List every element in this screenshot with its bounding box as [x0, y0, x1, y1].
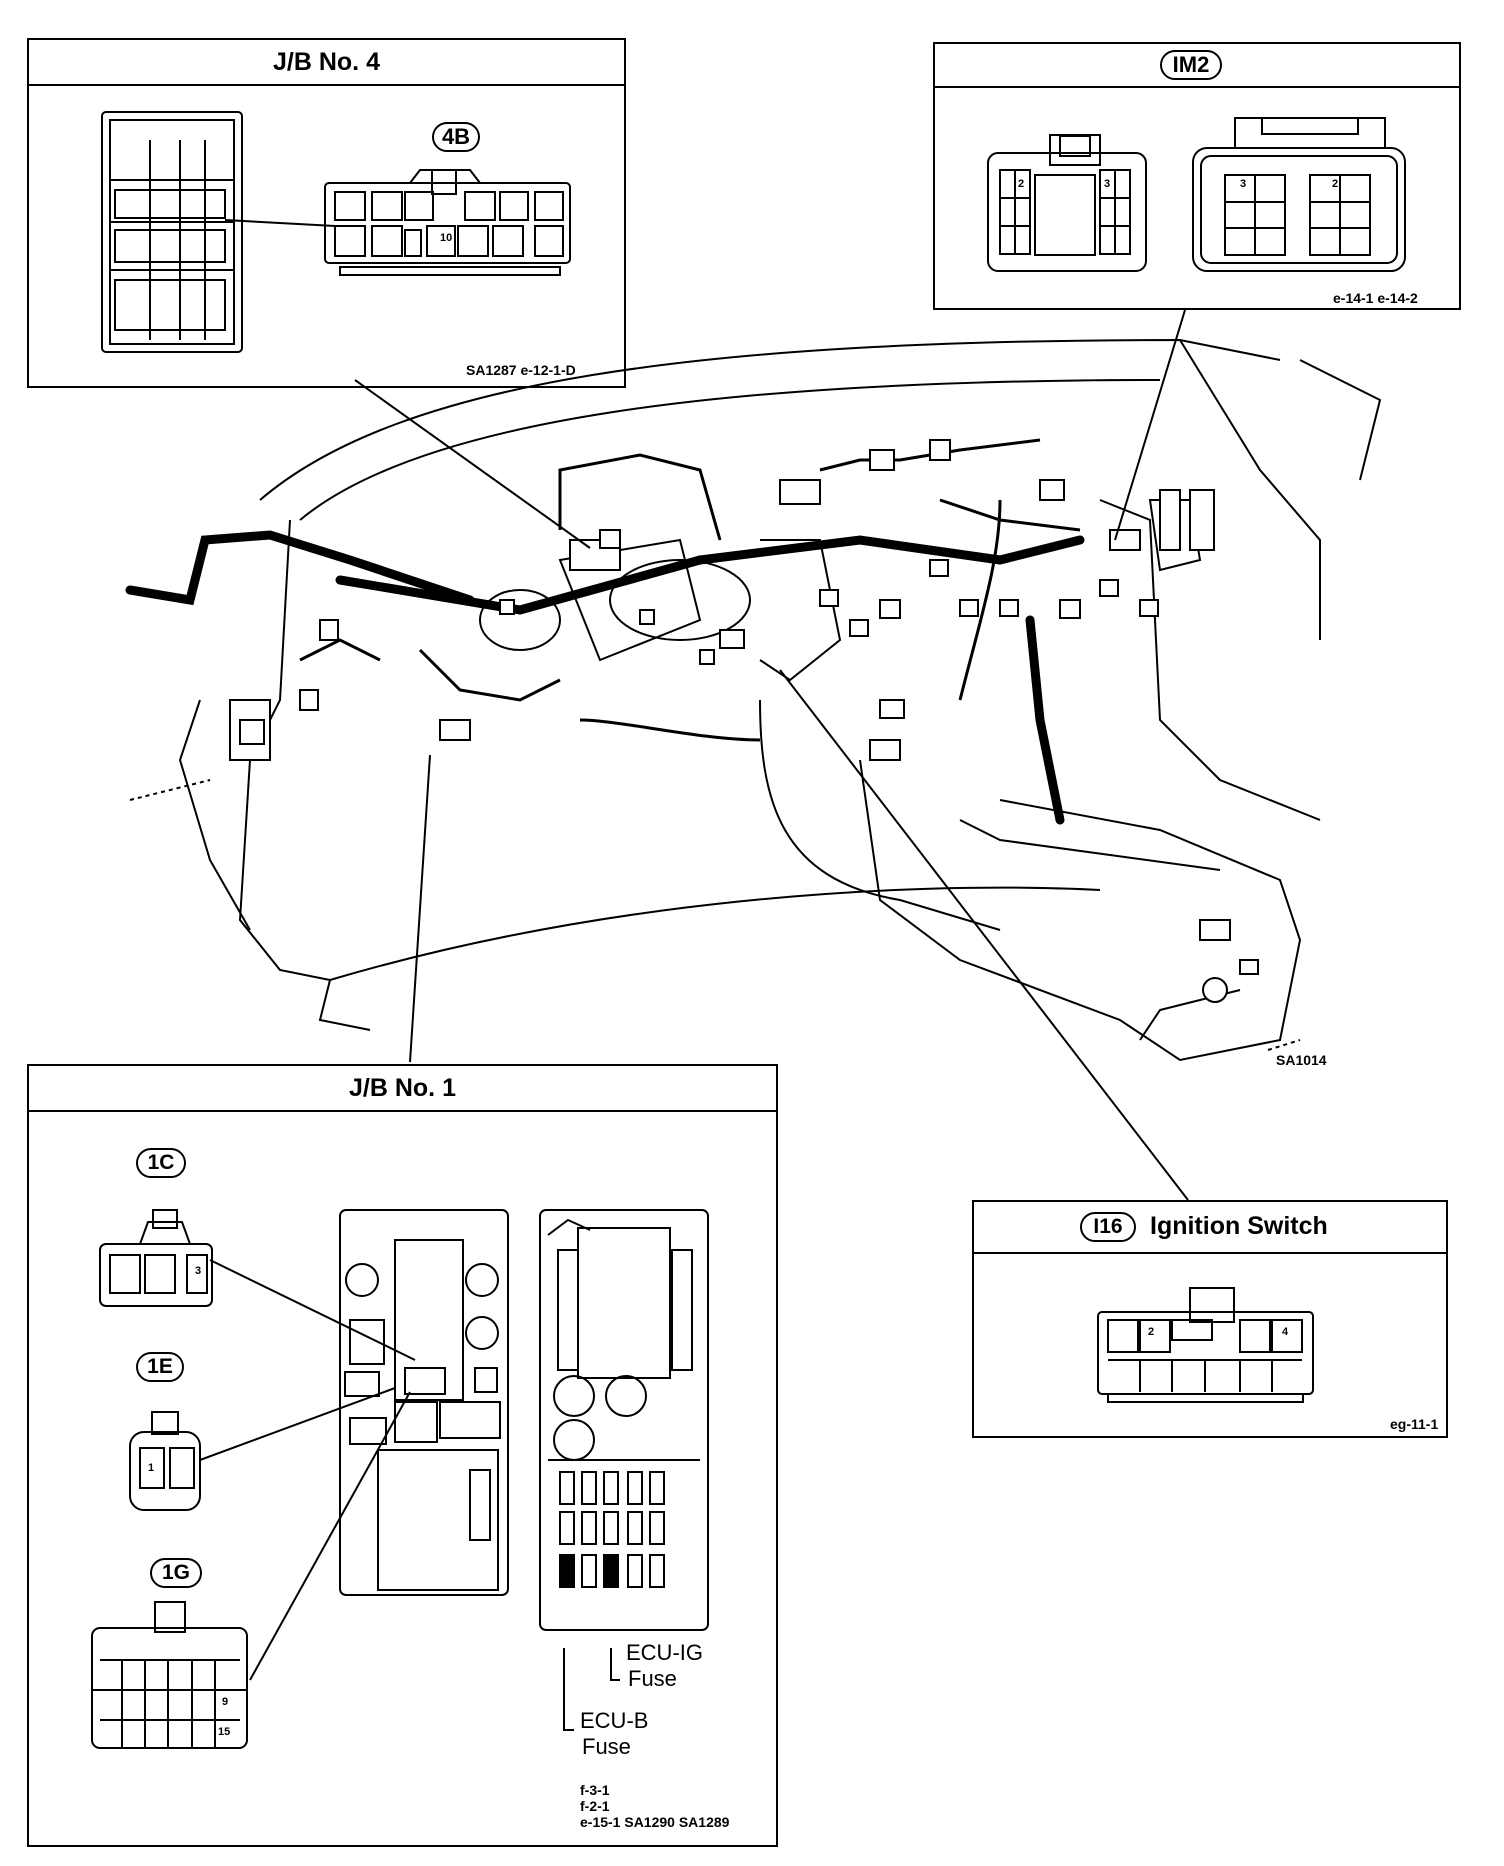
ignition-switch-panel [972, 1200, 1448, 1438]
jb1-reference: f-3-1 f-2-1 e-15-1 SA1290 SA1289 [580, 1782, 730, 1830]
im2-right-pin-3: 3 [1240, 178, 1247, 190]
im2-right-pin-2: 2 [1332, 178, 1339, 190]
ignition-switch-reference: eg-11-1 [1390, 1416, 1439, 1432]
connector-tag-1e: 1E [136, 1352, 184, 1382]
main-diagram-reference: SA1014 [1276, 1052, 1327, 1068]
jb1-panel: J/B No. 1 [27, 1064, 778, 1847]
jb4-title: J/B No. 4 [29, 40, 624, 86]
connector-tag-1c: 1C [136, 1148, 186, 1178]
jb4-reference: SA1287 e-12-1-D [466, 362, 576, 378]
im2-panel [933, 42, 1461, 310]
im2-left-pin-2: 2 [1018, 178, 1025, 190]
ecu-b-fuse-label: ECU-B Fuse [580, 1708, 649, 1759]
pin-label-1g-9: 9 [222, 1696, 229, 1708]
ecu-ig-fuse-mark [604, 1555, 618, 1587]
connector-tag-1g: 1G [150, 1558, 202, 1588]
jb1-title: J/B No. 1 [29, 1066, 776, 1112]
connector-tag-i16: I16 [1080, 1212, 1136, 1242]
connector-tag-4b: 4B [432, 122, 480, 152]
pin-label-1e-1: 1 [148, 1462, 155, 1474]
connector-tag-im2: IM2 [1160, 50, 1222, 80]
ign-pin-4: 4 [1282, 1326, 1289, 1338]
im2-reference: e-14-1 e-14-2 [1333, 290, 1418, 306]
ecu-b-fuse-mark [560, 1555, 574, 1587]
im2-left-pin-3: 3 [1104, 178, 1111, 190]
pin-label-1g-15: 15 [218, 1726, 231, 1738]
pin-label-10: 10 [440, 232, 453, 244]
pin-label-1c-3: 3 [195, 1265, 202, 1277]
jb4-panel: J/B No. 4 [27, 38, 626, 388]
ignition-switch-title: Ignition Switch [1150, 1212, 1328, 1240]
ign-pin-2: 2 [1148, 1326, 1155, 1338]
ecu-ig-fuse-label: ECU-IG Fuse [626, 1640, 703, 1691]
